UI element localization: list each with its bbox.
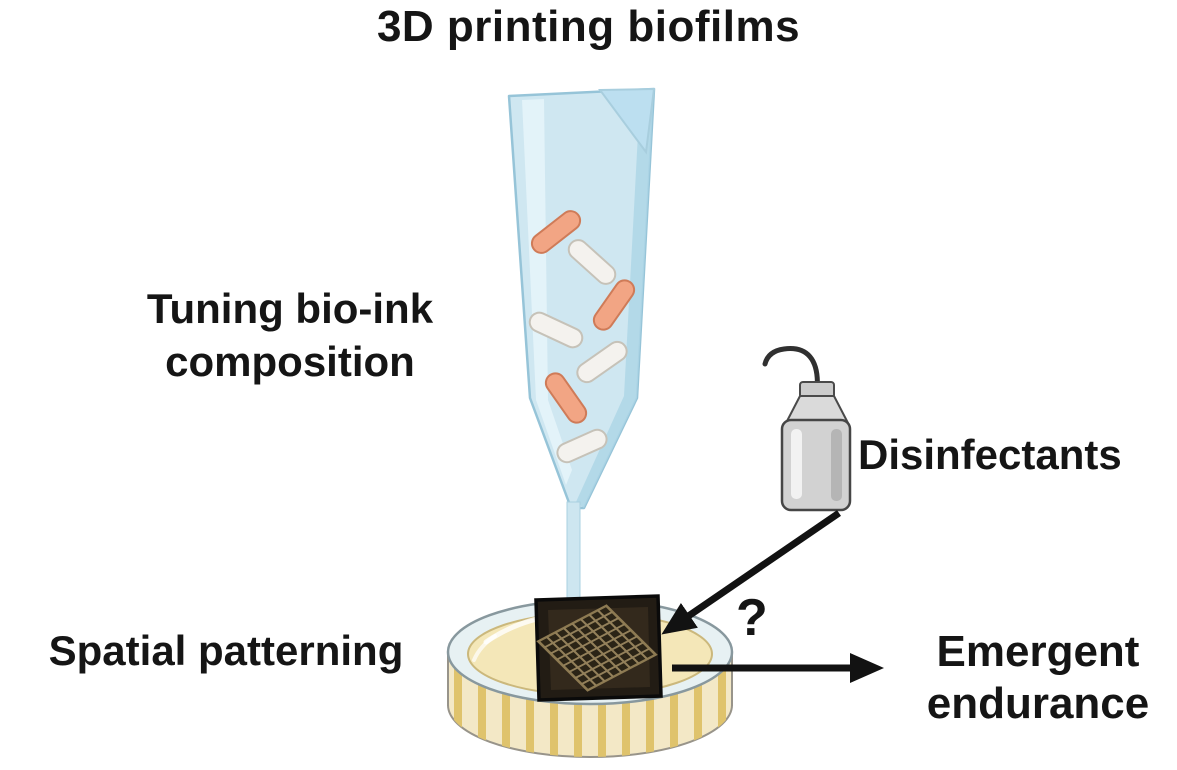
bacteria-capsule-white-icon: [556, 428, 608, 464]
bacteria-capsule-white-icon: [576, 340, 628, 384]
label-tuning-line1: Tuning bio-ink: [146, 285, 434, 332]
bio-ink-bacteria: [528, 210, 636, 464]
printed-biofilm-grid-icon: [534, 594, 663, 702]
disinfectant-arrow-icon: [661, 510, 841, 635]
bacteria-capsule-orange-icon: [530, 210, 582, 254]
label-emergent-line2: endurance: [926, 678, 1150, 728]
bacteria-capsule-white-icon: [528, 311, 584, 349]
bacteria-capsule-orange-icon: [592, 279, 636, 331]
bottle-shade: [831, 429, 842, 501]
label-tuning-bioink: Tuning bio-ink composition: [85, 283, 495, 389]
agar-highlight-small: [472, 634, 497, 662]
bottle-tube: [762, 346, 820, 395]
bacteria-capsule-white-icon: [567, 239, 617, 285]
pipette-corner-facet: [598, 87, 656, 155]
bio-ink-stream-icon: [566, 501, 581, 611]
bacteria-capsule-orange-icon: [544, 372, 588, 424]
label-disinfectants: Disinfectants: [858, 431, 1122, 478]
label-emergent-line1: Emergent: [936, 627, 1140, 676]
biofilm-lattice: [536, 604, 658, 692]
pipette-tip-icon: [507, 87, 656, 510]
label-emergent-endurance: Emergent endurance: [898, 626, 1177, 730]
label-tuning-line2: composition: [165, 337, 415, 385]
pipette-highlight-left: [522, 99, 572, 485]
squeeze-bottle-icon: [762, 346, 852, 512]
bottle-highlight: [791, 429, 802, 499]
question-mark: ?: [736, 589, 768, 647]
figure-title: 3D printing biofilms: [376, 2, 801, 51]
label-spatial-patterning: Spatial patterning: [48, 627, 404, 674]
